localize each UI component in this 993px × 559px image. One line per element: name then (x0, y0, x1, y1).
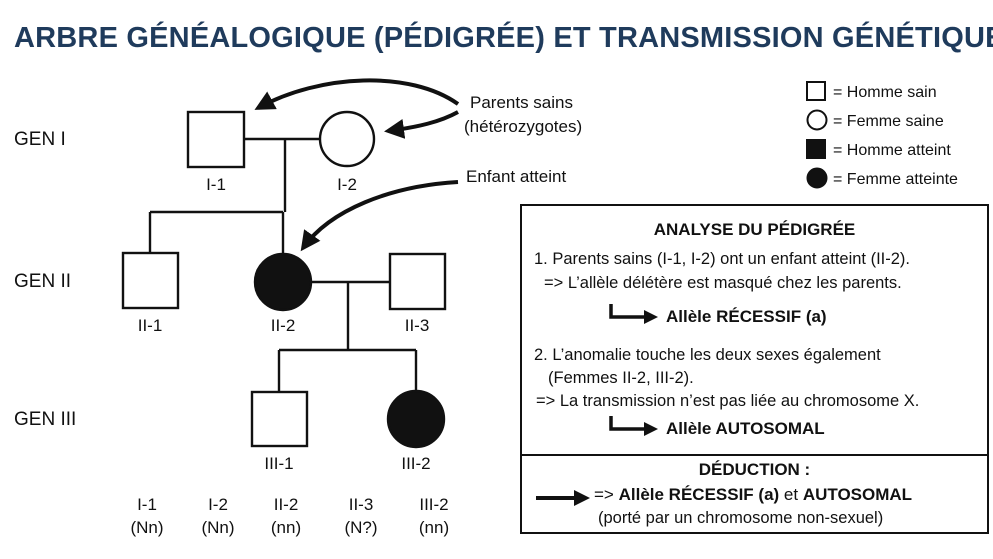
legend-affected-female-label: = Femme atteinte (833, 171, 958, 188)
deduction-statement: => Allèle RÉCESSIF (a) et AUTOSOMAL (594, 485, 912, 505)
legend-affected-male-label: = Homme atteint (833, 142, 951, 159)
generation-label-1: GEN I (14, 129, 66, 150)
individual-I1-symbol (186, 110, 246, 169)
parents-annotation-line2: (hétérozygotes) (464, 117, 582, 136)
analysis-point2-line3: => La transmission n’est pas liée au chr… (536, 392, 920, 410)
analysis-panel: ANALYSE DU PÉDIGRÉE 1. Parents sains (I-… (520, 204, 989, 534)
elbow-arrow-icon (609, 416, 658, 436)
legend-affected-male-icon (806, 139, 826, 159)
individual-label-II3: II-3 (405, 316, 430, 335)
legend: = Homme sain = Femme saine = Homme attei… (806, 81, 958, 189)
affected-child-annotation: Enfant atteint (466, 167, 566, 186)
genotype-id-II2: II-2 (274, 495, 299, 514)
genotype-value-I1: (Nn) (130, 518, 163, 537)
deduction-and: et (779, 485, 803, 504)
individual-label-II1: II-1 (138, 316, 163, 335)
individual-II1-symbol (121, 251, 180, 310)
individual-III1-symbol (250, 390, 309, 448)
deduction-recessive: Allèle RÉCESSIF (a) (618, 485, 780, 504)
genotype-value-III2: (nn) (419, 518, 449, 537)
analysis-divider (522, 454, 987, 456)
individual-label-II2: II-2 (271, 316, 296, 335)
elbow-arrow-icon (609, 304, 658, 324)
legend-healthy-male-icon (806, 81, 826, 101)
parents-arrow-to-I2 (384, 110, 459, 139)
genotype-value-II2: (nn) (271, 518, 301, 537)
genotype-id-I2: I-2 (208, 495, 228, 514)
genotype-value-II3: (N?) (344, 518, 377, 537)
analysis-point2-line2: (Femmes II-2, III-2). (548, 369, 694, 387)
page-title: ARBRE GÉNÉALOGIQUE (PÉDIGRÉE) ET TRANSMI… (14, 22, 993, 54)
analysis-result-autosomal: Allèle AUTOSOMAL (666, 419, 825, 438)
legend-healthy-female-label: = Femme saine (833, 113, 944, 130)
right-arrow-icon (536, 490, 590, 506)
deduction-autosomal: AUTOSOMAL (802, 485, 913, 504)
deduction-note: (porté par un chromosome non-sexuel) (598, 509, 884, 527)
individual-II2-symbol (253, 252, 313, 312)
genotype-id-II3: II-3 (349, 495, 374, 514)
analysis-point2-line1: 2. L’anomalie touche les deux sexes égal… (534, 346, 881, 364)
legend-healthy-female-icon (806, 109, 828, 131)
analysis-point1-line1: 1. Parents sains (I-1, I-2) ont un enfan… (534, 250, 911, 268)
individual-label-III1: III-1 (264, 454, 293, 473)
pedigree-lines (148, 137, 418, 392)
affected-child-arrow (300, 180, 459, 252)
generation-label-3: GEN III (14, 409, 76, 430)
individual-label-III2: III-2 (401, 454, 430, 473)
individual-label-I1: I-1 (206, 175, 226, 194)
analysis-result-recessive: Allèle RÉCESSIF (a) (666, 307, 827, 326)
deduction-heading: DÉDUCTION : (698, 460, 811, 479)
analysis-point1-line2: => L’allèle délétère est masqué chez les… (544, 274, 902, 292)
parents-annotation-line1: Parents sains (470, 93, 573, 112)
generation-label-2: GEN II (14, 271, 71, 292)
genotype-value-I2: (Nn) (201, 518, 234, 537)
genotype-summary: I-1 (Nn) I-2 (Nn) II-2 (nn) II-3 (N?) II… (130, 495, 449, 537)
individual-I2-symbol (318, 110, 376, 168)
individual-label-I2: I-2 (337, 175, 357, 194)
individual-II3-symbol (388, 252, 447, 311)
individual-III2-symbol (386, 389, 446, 449)
legend-affected-female-icon (806, 167, 828, 189)
genotype-id-III2: III-2 (419, 495, 448, 514)
parents-arrow-to-I1 (254, 78, 460, 110)
deduction-prefix: => (594, 485, 619, 504)
analysis-heading: ANALYSE DU PÉDIGRÉE (653, 220, 856, 239)
genotype-id-I1: I-1 (137, 495, 157, 514)
legend-healthy-male-label: = Homme sain (833, 84, 937, 101)
